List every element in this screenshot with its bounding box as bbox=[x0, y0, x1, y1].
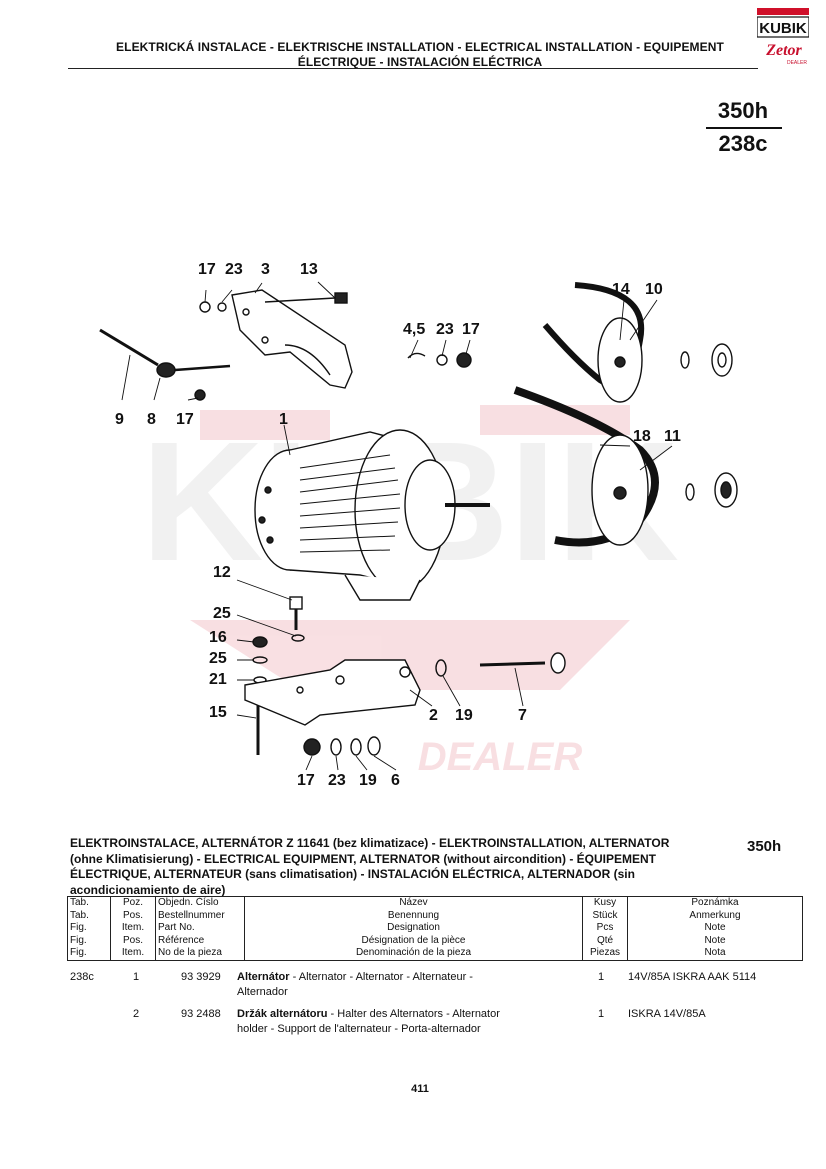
diagram-drawing: KUBIK DEALER bbox=[99, 281, 738, 779]
label-17-left: 17 bbox=[176, 411, 194, 428]
kubik-zetor-logo: KUBIK Zetor DEALER bbox=[757, 8, 809, 66]
label-12: 12 bbox=[213, 564, 231, 581]
label-23-top-middle: 23 bbox=[436, 321, 454, 338]
label-23-bottom: 23 bbox=[328, 772, 346, 789]
section-code: 350h bbox=[747, 838, 782, 855]
watermark-dealer-text: DEALER bbox=[418, 735, 583, 779]
label-4-5: 4,5 bbox=[403, 321, 426, 338]
section-title-line-1: ELEKTROINSTALACE, ALTERNÁTOR Z 11641 (be… bbox=[70, 836, 670, 850]
row-1-designation-line-2: Alternador bbox=[237, 986, 288, 998]
row-2-note: ISKRA 14V/85A bbox=[628, 1008, 706, 1020]
header-title-line-2: ÉLECTRIQUE - INSTALACIÓN ELÉCTRICA bbox=[297, 55, 543, 69]
bracket-2 bbox=[244, 659, 421, 726]
label-17-top-middle: 17 bbox=[462, 321, 480, 338]
section-title-line-2: (ohne Klimatisierung) - ELECTRICAL EQUIP… bbox=[70, 851, 656, 866]
col-pos: Poz.Pos.Item.Pos.Item. bbox=[110, 896, 156, 961]
row-2-part-no: 93 2488 bbox=[181, 1008, 221, 1020]
label-10: 10 bbox=[645, 281, 663, 298]
col-tab: Tab.Tab.Fig.Fig.Fig. bbox=[67, 896, 111, 961]
page-code-top: 350h bbox=[717, 98, 769, 123]
label-16: 16 bbox=[209, 629, 227, 646]
label-2: 2 bbox=[429, 707, 438, 724]
label-8: 8 bbox=[147, 411, 156, 428]
belts bbox=[513, 282, 738, 547]
label-18: 18 bbox=[633, 428, 651, 445]
header-rule bbox=[68, 68, 758, 69]
logo-dealer-text: DEALER bbox=[787, 60, 807, 66]
row-1-tab: 238c bbox=[70, 971, 94, 983]
label-17-bottom: 17 bbox=[297, 772, 315, 789]
label-17-top-left: 17 bbox=[198, 261, 216, 278]
section-title-line-4: acondicionamiento de aire) bbox=[70, 882, 226, 897]
row-1-part-no: 93 3929 bbox=[181, 971, 221, 983]
row-2-qty: 1 bbox=[598, 1008, 605, 1020]
row-2-designation-line-2: holder - Support de l'alternateur - Port… bbox=[237, 1023, 481, 1035]
label-15: 15 bbox=[209, 704, 227, 721]
section-title: ELEKTROINSTALACE, ALTERNÁTOR Z 11641 (be… bbox=[70, 836, 730, 898]
logo-zetor-text: Zetor bbox=[765, 42, 802, 59]
label-7: 7 bbox=[518, 707, 527, 724]
alternator-exploded-diagram: KUBIK DEALER bbox=[0, 240, 826, 800]
label-21: 21 bbox=[209, 671, 227, 688]
row-1-note: 14V/85A ISKRA AAK 5114 bbox=[628, 971, 757, 983]
label-11: 11 bbox=[664, 428, 681, 445]
logo-kubik-text: KUBIK bbox=[759, 20, 807, 37]
label-3: 3 bbox=[261, 261, 270, 278]
label-19-right: 19 bbox=[455, 707, 473, 724]
label-14: 14 bbox=[612, 281, 630, 298]
label-1: 1 bbox=[279, 411, 288, 428]
bracket-3 bbox=[231, 289, 353, 389]
row-1-qty: 1 bbox=[598, 971, 605, 983]
row-2-designation: Držák alternátoru - Halter des Alternato… bbox=[237, 1008, 500, 1020]
parts-table-header: Tab.Tab.Fig.Fig.Fig. Poz.Pos.Item.Pos.It… bbox=[67, 896, 803, 961]
row-2-pos: 2 bbox=[133, 1008, 140, 1020]
label-9: 9 bbox=[115, 411, 124, 428]
row-1-designation: Alternátor - Alternator - Alternator - A… bbox=[237, 971, 473, 983]
header-title-line-1: ELEKTRICKÁ INSTALACE - ELEKTRISCHE INSTA… bbox=[116, 40, 724, 54]
page-code-bottom: 238c bbox=[718, 131, 768, 156]
label-25-lower: 25 bbox=[209, 650, 227, 667]
row-1-pos: 1 bbox=[133, 971, 140, 983]
label-6: 6 bbox=[391, 772, 400, 789]
page-code-divider bbox=[706, 127, 782, 129]
page-number: 411 bbox=[411, 1083, 429, 1095]
label-13: 13 bbox=[300, 261, 318, 278]
section-title-line-3: ÉLECTRIQUE, ALTERNATEUR (sans climatisat… bbox=[70, 867, 635, 881]
label-19-bottom: 19 bbox=[359, 772, 377, 789]
label-25-upper: 25 bbox=[213, 605, 231, 622]
label-23-top-left: 23 bbox=[225, 261, 243, 278]
alternator-1 bbox=[254, 429, 490, 601]
